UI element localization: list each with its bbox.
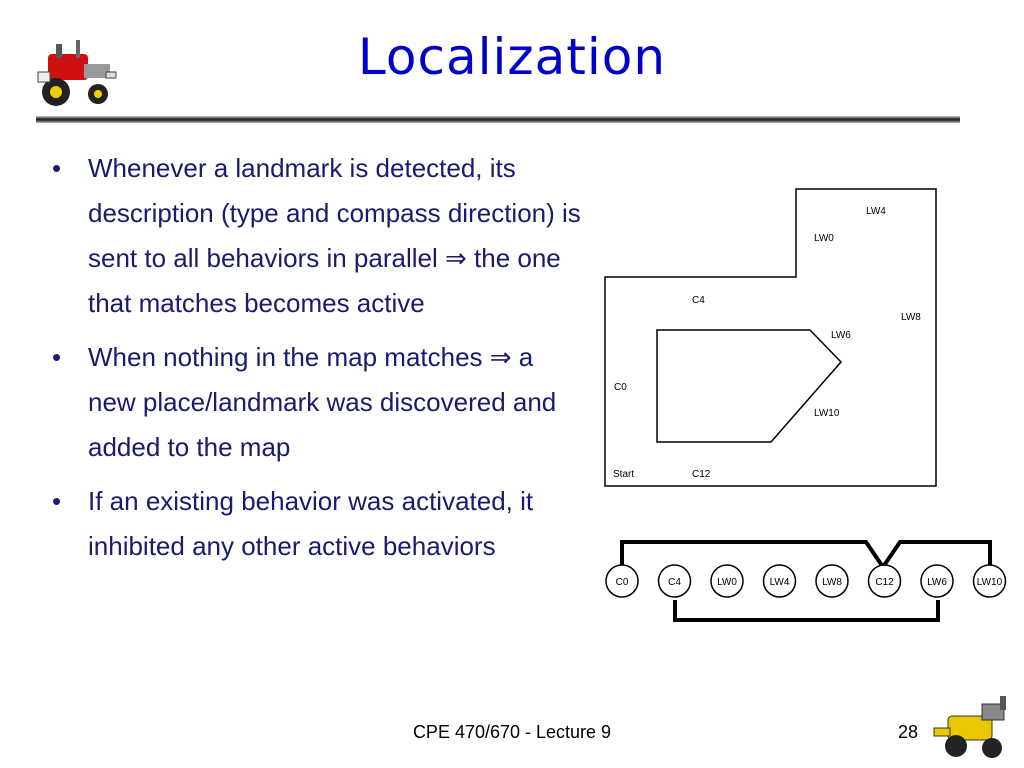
graph-node	[920, 564, 954, 598]
topological-graph: C0 C4 LW0 LW4 LW8 C12 LW6 LW10	[605, 540, 1007, 622]
bullet-text: Whenever a landmark is detected, its des…	[88, 153, 581, 273]
map-label: C4	[692, 295, 705, 306]
graph-node	[710, 564, 744, 598]
graph-node	[815, 564, 849, 598]
graph-node	[762, 564, 797, 598]
graph-edge-top-right	[881, 540, 992, 582]
robot-logo-icon	[37, 40, 117, 106]
graph-node	[605, 564, 639, 598]
map-label: Start	[613, 469, 634, 480]
bullet-item: • If an existing behavior was activated,…	[48, 479, 588, 569]
bullet-text: When nothing in the map matches	[88, 342, 490, 372]
implies-arrow: ⇒	[489, 342, 512, 372]
bullet-text: If an existing behavior was activated, i…	[88, 486, 534, 561]
bullet-list: • Whenever a landmark is detected, its d…	[48, 146, 588, 578]
graph-node-label: C0	[616, 577, 629, 588]
graph-node-label: C4	[668, 577, 681, 588]
graph-edge-bottom	[673, 600, 940, 622]
graph-node-label: LW4	[770, 577, 790, 588]
map-label: LW6	[831, 330, 851, 341]
graph-node	[972, 564, 1007, 598]
map-label: C12	[692, 469, 711, 480]
slide-title: Localization	[357, 28, 667, 86]
graph-node	[657, 564, 692, 598]
map-label: LW0	[814, 233, 834, 244]
map-label: C0	[614, 382, 627, 393]
page-number: 28	[898, 722, 919, 742]
graph-edge-top-left	[620, 540, 885, 582]
bullet-glyph: •	[52, 153, 62, 183]
graph-node	[867, 564, 902, 598]
bullet-item: • Whenever a landmark is detected, its d…	[48, 146, 588, 326]
bullet-text: the one that matches becomes active	[88, 243, 561, 318]
graph-nodes: C0 C4 LW0 LW4 LW8 C12 LW6 LW10	[605, 564, 1007, 598]
graph-node-label: LW6	[927, 577, 947, 588]
bullet-glyph: •	[52, 342, 62, 372]
graph-node-label: C12	[875, 577, 894, 588]
map-label: LW10	[814, 408, 840, 419]
slide-footer: CPE 470/670 - Lecture 9	[412, 722, 612, 742]
map-label: LW8	[901, 312, 921, 323]
bullet-text: a new place/landmark was discovered and …	[88, 342, 557, 462]
title-divider	[36, 116, 960, 123]
bullet-item: • When nothing in the map matches ⇒ a ne…	[48, 335, 588, 470]
map-diagram: LW4 LW0 C4 LW8 LW6 C0 LW10 Start C12	[604, 188, 937, 487]
map-outline	[604, 188, 937, 487]
map-obstacle	[656, 329, 843, 443]
implies-arrow: ⇒	[444, 243, 467, 273]
graph-node-label: LW8	[822, 577, 842, 588]
graph-node-label: LW10	[977, 577, 1003, 588]
graph-node-label: LW0	[717, 577, 737, 588]
map-label: LW4	[866, 206, 886, 217]
bullet-glyph: •	[52, 486, 62, 516]
robot-mascot-icon	[933, 696, 1006, 758]
